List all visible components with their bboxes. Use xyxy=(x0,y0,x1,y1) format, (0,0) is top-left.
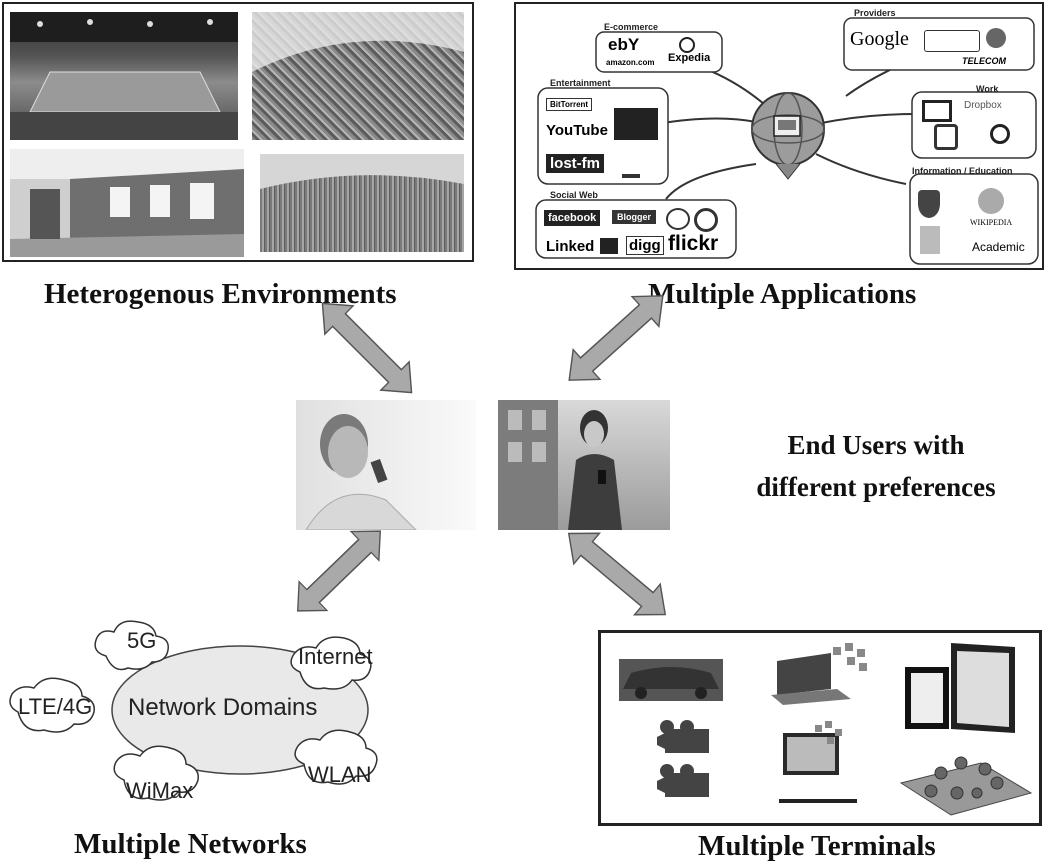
lastfm-logo: lost-fm xyxy=(546,154,604,173)
network-wlan-label: WLAN xyxy=(308,762,372,787)
environments-caption: Heterogenous Environments xyxy=(44,278,397,310)
hourglass-icon xyxy=(920,226,940,254)
expedia-globe-icon xyxy=(679,37,695,53)
wikipedia-globe-icon xyxy=(978,188,1004,214)
network-wimax-label: WiMax xyxy=(126,778,194,803)
stadium-photo xyxy=(10,12,238,140)
telecom-logo: TELECOM xyxy=(962,56,1006,66)
ebay-logo: ebY xyxy=(608,35,640,54)
facebook-logo: facebook xyxy=(544,210,601,226)
linkedin-logo: Linked xyxy=(546,238,595,255)
category-providers: Providers xyxy=(854,8,896,18)
amazon-logo: amazon.com xyxy=(606,58,655,67)
arrow-terminals-users xyxy=(555,517,679,631)
gmail-icon xyxy=(922,100,952,122)
user-phone-photo xyxy=(296,400,476,530)
category-information-education: Information / Education xyxy=(912,166,1013,176)
terminals-panel xyxy=(598,630,1042,826)
networks-caption: Multiple Networks xyxy=(74,828,307,860)
expedia-logo: Expedia xyxy=(668,52,711,64)
network-lte-4g-label: LTE/4G xyxy=(18,694,93,719)
network-internet-label: Internet xyxy=(298,644,373,669)
subway-train-photo xyxy=(10,149,244,257)
music-service-logo xyxy=(614,108,658,140)
dropbox-logo: Dropbox xyxy=(964,100,1002,111)
academic-logo: Academic xyxy=(972,240,1025,254)
category-entertainment: Entertainment xyxy=(550,78,611,88)
applications-panel: E-commerce Providers Entertainment Work … xyxy=(514,2,1044,270)
category-work: Work xyxy=(976,84,999,94)
network-domains-label: Network Domains xyxy=(128,694,318,721)
applications-caption: Multiple Applications xyxy=(648,278,917,310)
wordpress-icon xyxy=(694,208,718,232)
end-users-line-1: End Users with xyxy=(787,430,965,460)
flickr-logo: flickr xyxy=(668,232,719,255)
terminals-caption: Multiple Terminals xyxy=(698,830,936,862)
crowd-photo xyxy=(252,12,464,140)
category-ecommerce: E-commerce xyxy=(604,22,659,32)
user-street-photo xyxy=(498,400,670,530)
end-users-caption: End Users with different preferences xyxy=(716,424,1036,508)
hall-crowd-photo xyxy=(260,154,464,252)
car-terminal-icon xyxy=(619,659,723,701)
wikileaks-icon xyxy=(918,190,940,218)
environments-panel xyxy=(2,2,474,262)
end-users-line-2: different preferences xyxy=(756,472,996,502)
linkedin-in-icon xyxy=(600,238,618,254)
blogger-logo: Blogger xyxy=(612,210,657,224)
youtube-logo: YouTube xyxy=(546,122,608,139)
bittorrent-logo: BitTorrent xyxy=(546,98,593,111)
category-social-web: Social Web xyxy=(550,190,598,200)
myspace-icon xyxy=(666,208,690,230)
network-cloud-diagram xyxy=(9,620,378,801)
akamai-logo xyxy=(924,30,980,52)
google-logo: Google xyxy=(850,28,909,50)
google-docs-icon xyxy=(934,124,958,150)
att-logo xyxy=(986,28,1006,48)
skype-icon xyxy=(990,124,1010,144)
digg-logo: digg xyxy=(626,236,664,255)
wikipedia-logo: WIKIPEDIA xyxy=(970,218,1013,227)
network-5g-label: 5G xyxy=(127,628,157,653)
aol-logo xyxy=(622,152,640,178)
